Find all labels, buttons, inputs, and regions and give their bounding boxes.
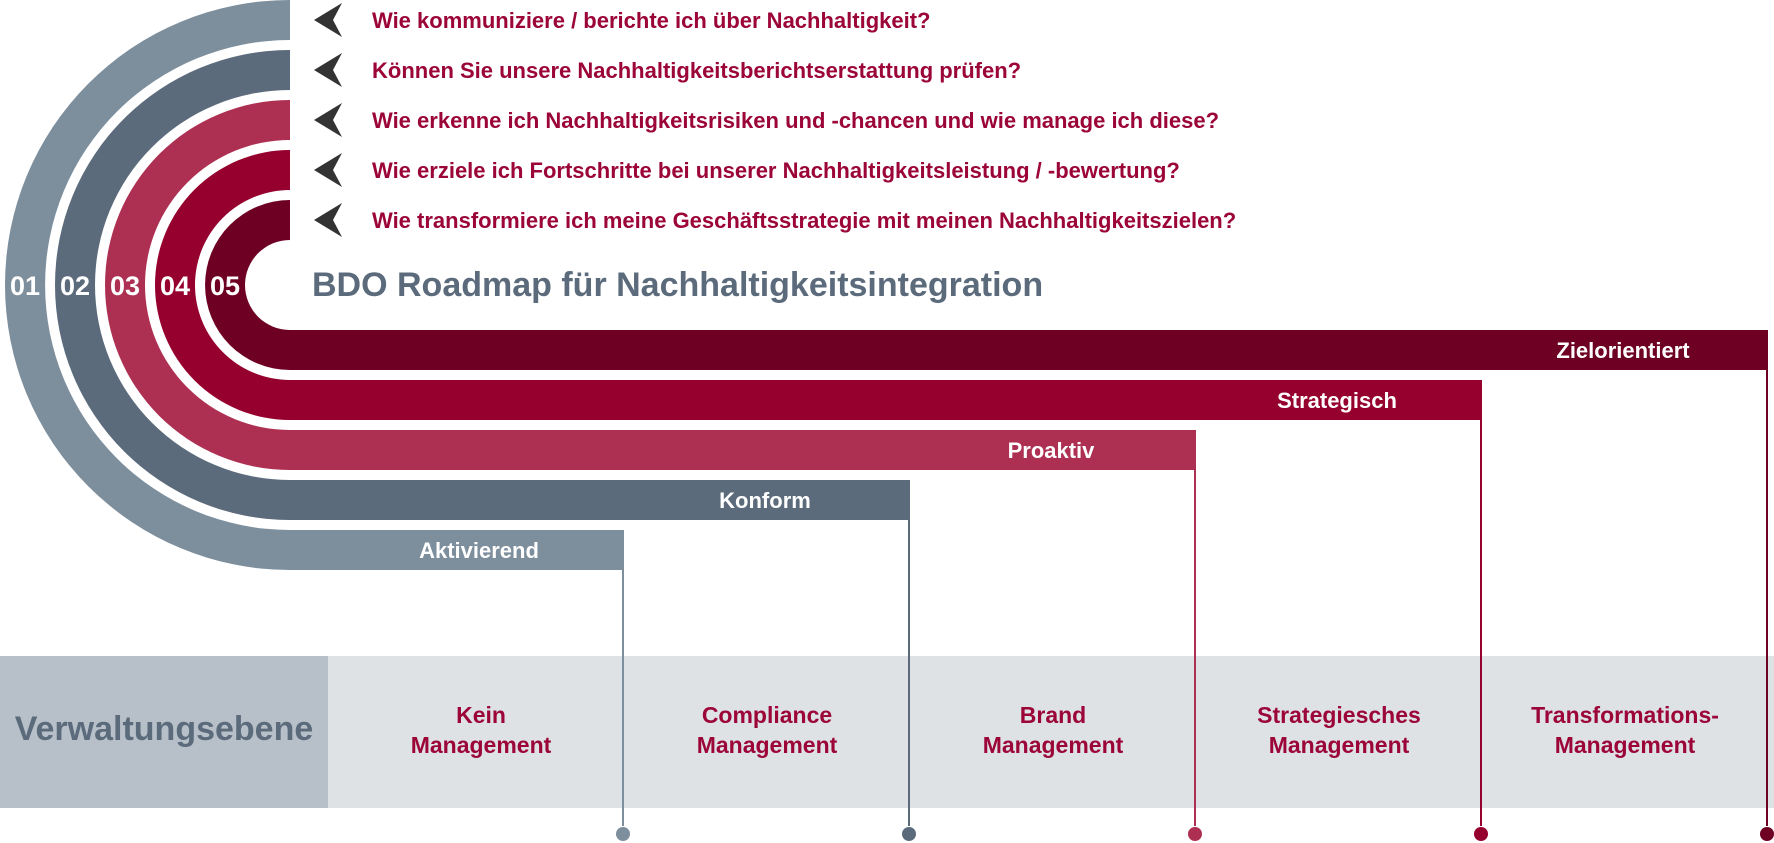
band-body xyxy=(328,656,1774,808)
level-number: 03 xyxy=(110,271,140,301)
stage-label: Konform xyxy=(719,488,811,513)
connector-group xyxy=(616,370,1774,841)
level-number: 05 xyxy=(210,271,240,301)
arrow-left-icon xyxy=(314,3,342,37)
arc-level-03 xyxy=(105,100,1196,470)
level-number: 02 xyxy=(60,271,90,301)
diagram-title: BDO Roadmap für Nachhaltigkeitsintegrati… xyxy=(312,266,1043,304)
stage-label: Proaktiv xyxy=(1008,438,1096,463)
question-text: Wie kommuniziere / berichte ich über Nac… xyxy=(372,8,931,33)
arrow-left-icon xyxy=(314,153,342,187)
arrow-left-icon xyxy=(314,203,342,237)
question-text: Wie erkenne ich Nachhaltigkeitsrisiken u… xyxy=(372,108,1219,133)
connector-dot xyxy=(616,827,630,841)
management-label: Transformations-Management xyxy=(1531,702,1719,758)
band-header-label: Verwaltungsebene xyxy=(15,710,314,748)
level-number: 01 xyxy=(10,271,40,301)
connector-dot xyxy=(1188,827,1202,841)
stage-label: Strategisch xyxy=(1277,388,1397,413)
level-number: 04 xyxy=(160,271,190,301)
stage-label: Zielorientiert xyxy=(1556,338,1690,363)
arrow-left-icon xyxy=(314,53,342,87)
arrow-left-icon xyxy=(314,103,342,137)
band-header-cell xyxy=(0,656,328,808)
question-text: Wie erziele ich Fortschritte bei unserer… xyxy=(372,158,1180,183)
connector-dot xyxy=(1760,827,1774,841)
stage-label: Aktivierend xyxy=(419,538,539,563)
question-text: Können Sie unsere Nachhaltigkeitsbericht… xyxy=(372,58,1021,83)
arc-level-05 xyxy=(205,200,1769,370)
question-list: Wie kommuniziere / berichte ich über Nac… xyxy=(314,3,1236,237)
arc-level-04 xyxy=(155,150,1482,420)
question-text: Wie transformiere ich meine Geschäftsstr… xyxy=(372,208,1236,233)
connector-dot xyxy=(1474,827,1488,841)
connector-dot xyxy=(902,827,916,841)
